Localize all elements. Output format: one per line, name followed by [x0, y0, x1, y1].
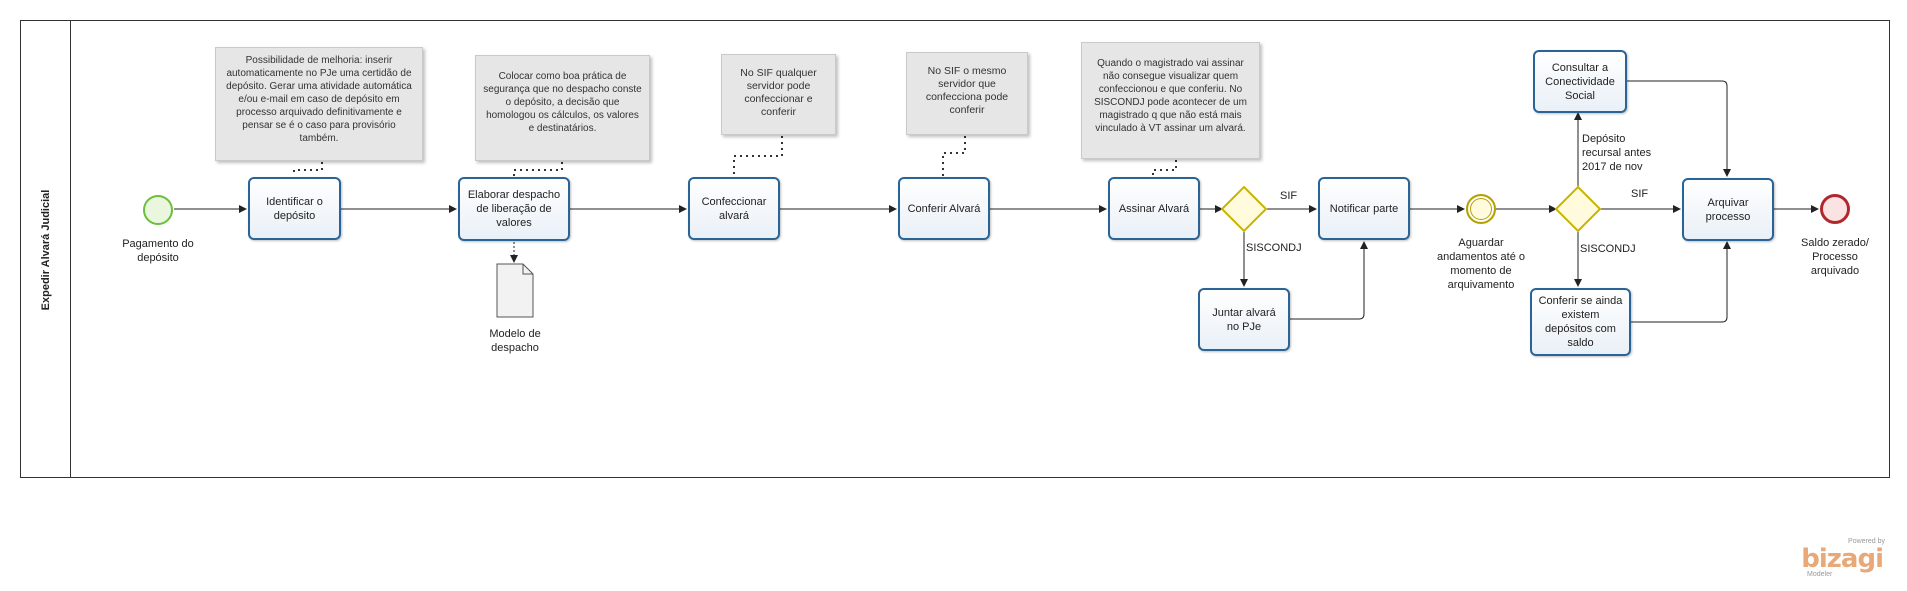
- note2-association: [513, 162, 563, 176]
- task-arquivar-processo[interactable]: Arquivar processo: [1682, 178, 1774, 241]
- annotation-sif-conferir: No SIF o mesmo servidor que confecciona …: [906, 52, 1028, 135]
- intermediate-event-label: Aguardar andamentos até o momento de arq…: [1436, 237, 1526, 291]
- note1-association: [293, 162, 323, 176]
- note3-association: [733, 136, 783, 176]
- artifact-label: Modelo de despacho: [489, 328, 541, 354]
- task-consultar-conectividade[interactable]: Consultar a Conectividade Social: [1533, 50, 1627, 113]
- task-juntar-alvara[interactable]: Juntar alvará no PJe: [1198, 288, 1290, 351]
- task-assinar-alvara[interactable]: Assinar Alvará: [1108, 177, 1200, 240]
- task-conferir-saldo[interactable]: Conferir se ainda existem depósitos com …: [1530, 288, 1631, 356]
- task-elaborar-despacho[interactable]: Elaborar despacho de liberação de valore…: [458, 177, 570, 241]
- task-confeccionar-alvara[interactable]: Confeccionar alvará: [688, 177, 780, 240]
- annotation-boa-pratica: Colocar como boa prática de segurança qu…: [475, 55, 650, 161]
- note4-association: [942, 136, 966, 176]
- annotation-melhoria: Possibilidade de melhoria: inserir autom…: [215, 47, 423, 161]
- start-event[interactable]: [143, 195, 173, 225]
- task-notificar-parte[interactable]: Notificar parte: [1318, 177, 1410, 240]
- end-event-label: Saldo zerado/ Processo arquivado: [1801, 237, 1869, 277]
- task-conferir-alvara[interactable]: Conferir Alvará: [898, 177, 990, 240]
- gateway2-sif-label: SIF: [1631, 188, 1649, 200]
- gateway2-siscondj-label: SISCONDJ: [1580, 243, 1636, 255]
- bizagi-logo: Powered by bizagi Modeler: [1801, 538, 1885, 578]
- gateway-sif-siscondj-2: [1554, 185, 1602, 233]
- gateway-sif-siscondj-1: [1220, 185, 1268, 233]
- note5-association: [1152, 160, 1177, 176]
- start-event-label: Pagamento do depósito: [122, 238, 194, 264]
- task-identificar-deposito[interactable]: Identificar o depósito: [248, 177, 341, 240]
- annotation-sif-confeccionar: No SIF qualquer servidor pode confeccion…: [721, 54, 836, 135]
- end-event[interactable]: [1820, 194, 1850, 224]
- lane-header: [20, 20, 71, 478]
- flow-conferir-arquivar: [1631, 241, 1731, 323]
- annotation-magistrado: Quando o magistrado vai assinar não cons…: [1081, 42, 1260, 159]
- document-icon: [496, 263, 534, 318]
- intermediate-event[interactable]: [1466, 194, 1496, 224]
- gateway1-sif-label: SIF: [1280, 190, 1298, 202]
- pool: [20, 20, 1890, 478]
- gateway1-siscondj-label: SISCONDJ: [1246, 242, 1302, 254]
- gateway2-deposito-label: Depósito recursal antes 2017 de nov: [1582, 133, 1652, 173]
- flow-consultar-arquivar: [1627, 80, 1731, 177]
- flow-juntar-notificar: [1290, 241, 1368, 320]
